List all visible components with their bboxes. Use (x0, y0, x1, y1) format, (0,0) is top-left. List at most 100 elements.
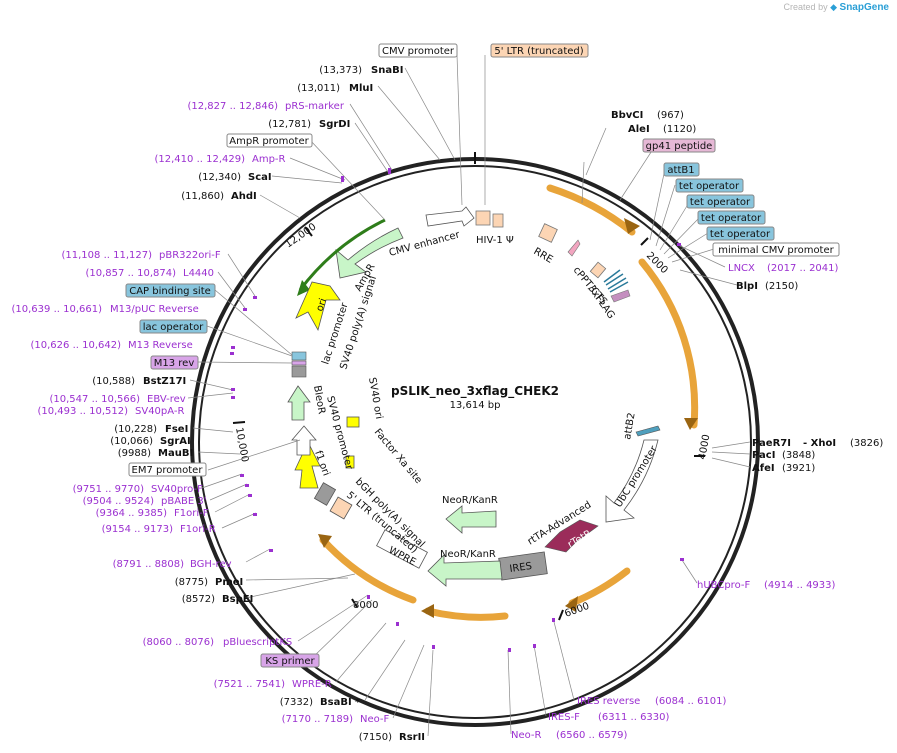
enzyme-rsrii-pos: (7150) (359, 732, 392, 743)
sv40-ori-box (346, 416, 360, 428)
enzyme-snabi: SnaBI (371, 65, 403, 76)
snapgene-logo-icon: ◆ (830, 2, 838, 12)
enzyme-mlui-pos: (13,011) (297, 83, 340, 94)
primer-f1ori-r: F1ori-R (180, 524, 216, 535)
enzyme-paci-pos: (3848) (782, 450, 815, 461)
enzyme-sgrdi: SgrDI (319, 119, 350, 130)
enzyme-alei: AleI (628, 124, 650, 135)
scale-ticks (232, 152, 705, 621)
primer-m13puc-rev-pos: (10,639 .. 10,661) (12, 304, 103, 315)
primer-wpre-r: WPRE-R (292, 679, 332, 690)
orf-arc-1 (546, 184, 636, 236)
neor-arrow-inner (445, 505, 497, 534)
flag-marker (610, 289, 631, 303)
primer-neo-r: Neo-R (511, 730, 542, 741)
neor-arrow-outer (427, 554, 503, 587)
credit-brand: SnapGene (839, 2, 889, 13)
enzyme-bstz17i-pos: (10,588) (92, 376, 135, 387)
enzyme-pmei-pos: (8775) (175, 577, 208, 588)
label-factor-xa: Factor Xa site (372, 427, 424, 486)
bgh-box (313, 482, 337, 506)
primer-lncx: LNCX (728, 263, 755, 274)
snapgene-credit: Created by ◆ SnapGene (784, 2, 889, 13)
tet-operator-box-1 (675, 178, 744, 193)
m13-rev-label-box (150, 355, 199, 370)
label-neor-outer: NeoR/KanR (440, 549, 496, 560)
top-labels: CMV promoter 5' LTR (truncated) (378, 43, 589, 58)
primer-m13-reverse: M13 Reverse (128, 340, 193, 351)
primer-pbabe3-pos: (9504 .. 9524) (83, 496, 155, 507)
lac-operator-box (291, 351, 307, 361)
left-labels: (13,373) SnaBI (13,011) MluI (12,827 .. … (12, 65, 426, 743)
enzyme-bspei: BspEI (222, 594, 253, 605)
label-ubc-promoter: UbC promoter (613, 443, 660, 509)
label-ori: ori (314, 297, 329, 313)
enzyme-pmei: PmeI (215, 577, 243, 588)
ks-primer-box (260, 653, 320, 668)
enzyme-paci: PacI (752, 450, 775, 461)
primer-f1ori-r-pos: (9154 .. 9173) (102, 524, 174, 535)
enzyme-bbvci: BbvCI (611, 110, 643, 121)
backbone-inner-ring (198, 165, 752, 719)
enzyme-alei-pos: (1120) (663, 124, 696, 135)
scale-tick-labels: 2000 4000 6000 8000 10,000 12,000 (233, 221, 712, 619)
primer-neo-r-pos: (6560 .. 6579) (556, 730, 628, 741)
primer-hubcpro-f: hUBCpro-F (697, 580, 750, 591)
tick-label-4000: 4000 (697, 434, 712, 461)
label-sv40-promoter: SV40 promoter (324, 395, 354, 472)
orf-arc-5 (319, 536, 417, 604)
ori-arrow (295, 281, 341, 332)
primer-bgh-rev-pos: (8791 .. 8808) (113, 559, 185, 570)
cap-binding-site-label: CAP binding site (129, 286, 211, 297)
orf-arc-2 (638, 258, 699, 429)
primer-pbr322ori-f: pBR322ori-F (159, 250, 221, 261)
ltr5-box (329, 496, 353, 520)
primer-hubcpro-f-pos: (4914 .. 4933) (764, 580, 836, 591)
tet-operator-label-3: tet operator (701, 213, 762, 224)
enzyme-afei-pos: (3921) (782, 463, 815, 474)
enzyme-bsabi-pos: (7332) (280, 697, 313, 708)
enzyme-afei: AfeI (752, 463, 775, 474)
minimal-cmv-box (712, 242, 840, 257)
lac-operator-label-box (139, 319, 208, 334)
attb1-label: attB1 (667, 165, 694, 176)
label-sv40-ori: SV40 ori (366, 377, 384, 420)
primer-m13puc-rev: M13/pUC Reverse (110, 304, 199, 315)
primer-f1ori-f-pos: (9364 .. 9385) (96, 508, 168, 519)
plasmid-name: pSLIK_neo_3xflag_CHEK2 (391, 384, 559, 399)
enzyme-fsei-pos: (10,228) (114, 424, 157, 435)
tet-operator-box-4 (706, 226, 775, 241)
primer-ires-reverse: IRES reverse (577, 696, 640, 707)
orf-arc-3 (568, 567, 631, 607)
right-labels: BbvCI (967) AleI (1120) gp41 peptide att… (611, 110, 883, 591)
primer-prs-marker-pos: (12,827 .. 12,846) (188, 101, 279, 112)
label-bleor: BleoR (311, 385, 327, 415)
primer-f1ori-f: F1ori-F (174, 508, 209, 519)
primer-l4440-pos: (10,857 .. 10,874) (86, 268, 177, 279)
primer-prs-marker: pRS-marker (285, 101, 345, 112)
tet-operator-label-1: tet operator (679, 181, 740, 192)
m13-rev-box (291, 360, 307, 366)
primer-l4440: L4440 (183, 268, 214, 279)
enzyme-sgrai-pos: (10,066) (110, 436, 153, 447)
plasmid-size: 13,614 bp (450, 400, 501, 411)
primer-markers (230, 168, 684, 652)
tet-operator-box-2 (686, 194, 755, 209)
primer-ires-f-pos: (6311 .. 6330) (598, 712, 670, 723)
gp41-peptide-box (642, 138, 716, 153)
factor-xa-box (345, 455, 355, 469)
bleor-arrow (287, 385, 311, 421)
minimal-cmv-label: minimal CMV promoter (718, 245, 834, 256)
enzyme-fsei: FseI (165, 424, 188, 435)
tick-label-10000: 10,000 (233, 427, 250, 463)
ubc-promoter-arrow (605, 439, 659, 523)
primer-lncx-pos: (2017 .. 2041) (767, 263, 839, 274)
enzyme-blpi-pos: (2150) (765, 281, 798, 292)
orf-arc-4 (424, 607, 509, 621)
attb2-marker (635, 425, 661, 437)
enzyme-maubi-pos: (9988) (118, 448, 151, 459)
gp41-marker (567, 239, 581, 257)
em7-promoter-label: EM7 promoter (132, 465, 204, 476)
bottom-labels: IRES reverse (6084 .. 6101) IRES-F (6311… (511, 696, 727, 741)
